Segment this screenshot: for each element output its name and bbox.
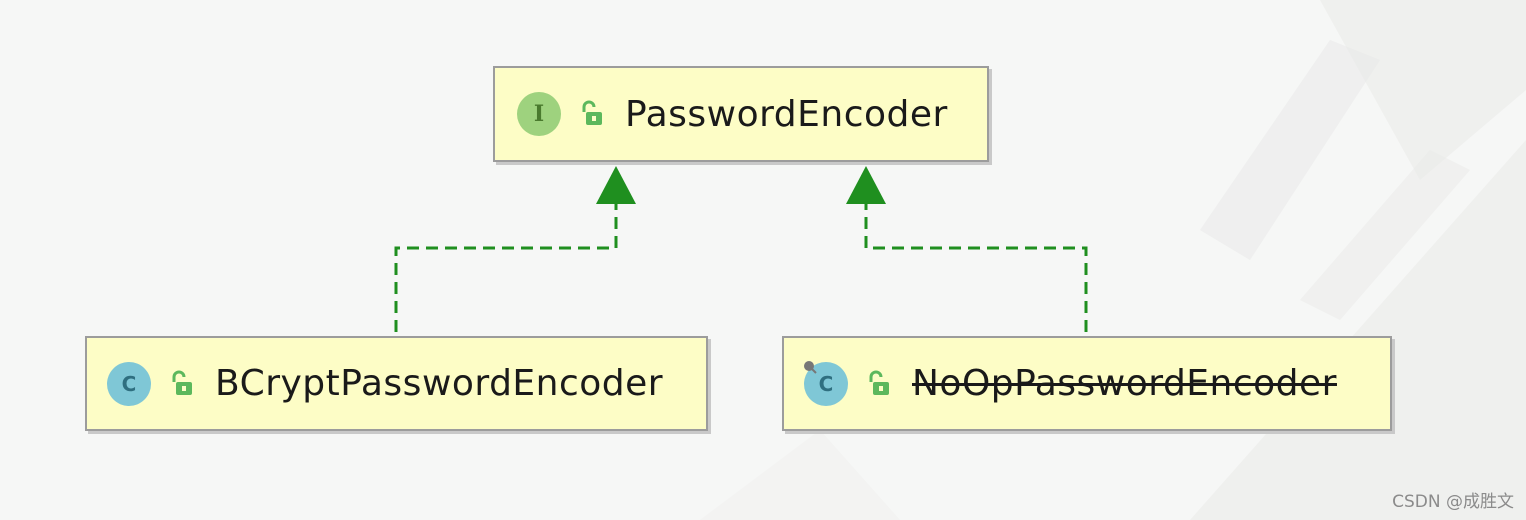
arrowhead-noop [846,166,886,204]
noop-password-encoder-name: NoOpPasswordEncoder [912,363,1337,404]
interface-icon: I [517,92,561,136]
arrowhead-bcrypt [596,166,636,204]
unlocked-padlock-icon [582,100,602,125]
unlocked-padlock-icon [172,370,192,395]
class-icon: C [107,361,151,406]
bcrypt-password-encoder-node[interactable]: C BCryptPasswordEncoder [85,336,708,431]
watermark: CSDN @成胜文 [1392,492,1514,512]
noop-password-encoder-node[interactable]: C NoOpPasswordEncoder [782,336,1392,431]
edge-bcrypt-implements-password-encoder [394,166,636,332]
edge-noop-implements-password-encoder [846,166,1088,332]
bcrypt-password-encoder-name: BCryptPasswordEncoder [215,363,664,404]
deprecated-pin-icon [804,360,817,374]
password-encoder-node[interactable]: I PasswordEncoder [493,66,989,162]
unlocked-padlock-icon [869,370,889,395]
class-icon: C [804,360,848,406]
password-encoder-name: PasswordEncoder [625,93,948,135]
class-badge-letter: C [818,371,834,396]
class-badge-letter: C [121,371,137,396]
interface-badge-letter: I [533,101,545,127]
